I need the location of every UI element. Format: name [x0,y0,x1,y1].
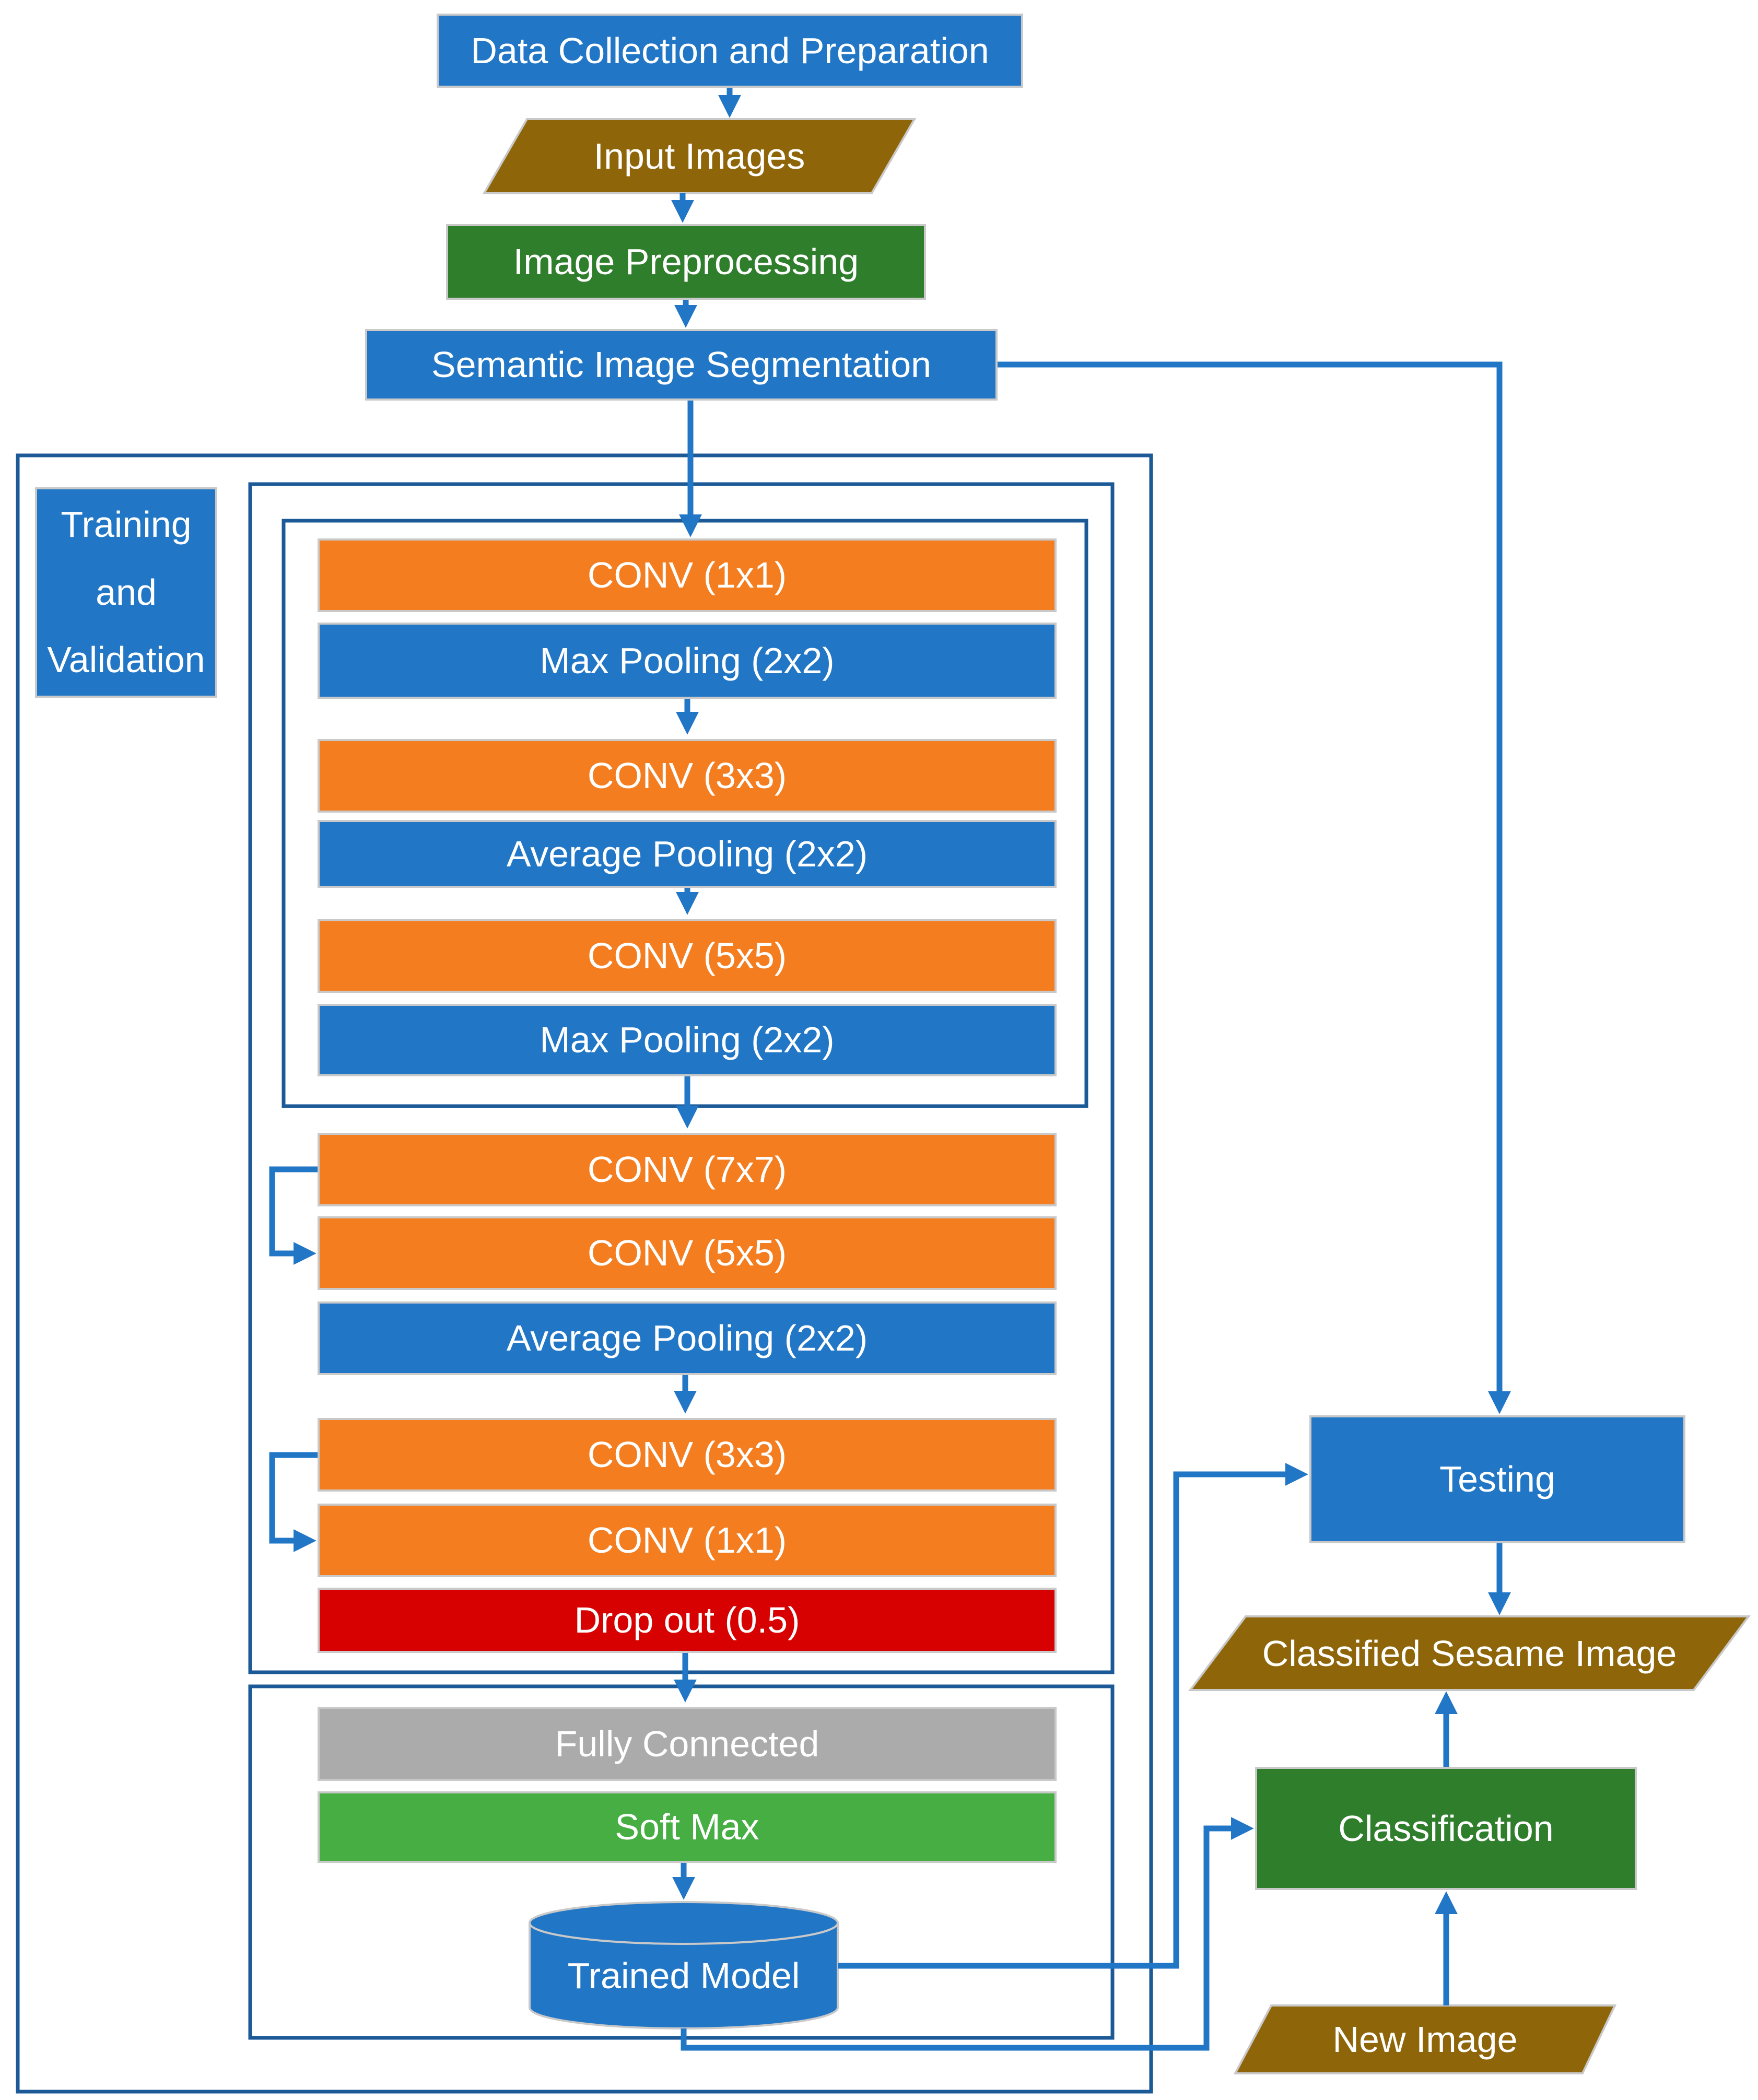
training-validation-label: Training and Validation [35,487,217,698]
skip-arrow-conv7x7-to-conv5x5 [269,1166,318,1265]
new-image-parallelogram [1233,2004,1617,2074]
dropout-box: Drop out (0.5) [318,1588,1057,1653]
conv5x5-box-group1: CONV (5x5) [318,919,1057,993]
image-preprocessing-box: Image Preprocessing [446,224,926,300]
training-validation-line3: Validation [47,639,205,681]
testing-box: Testing [1309,1415,1685,1543]
trained-model-cylinder-top [529,1901,839,1945]
conv3x3-box-group2: CONV (3x3) [318,1418,1057,1492]
softmax-box: Soft Max [318,1791,1057,1863]
fully-connected-box: Fully Connected [318,1707,1057,1781]
conv7x7-box-group2: CONV (7x7) [318,1133,1057,1206]
maxpool-box-group1b: Max Pooling (2x2) [318,1004,1057,1076]
training-validation-line2: and [96,571,157,613]
conv3x3-box-group1: CONV (3x3) [318,739,1057,813]
conv5x5-box-group2: CONV (5x5) [318,1216,1057,1290]
classified-sesame-image-parallelogram [1188,1615,1751,1691]
conv1x1-box-group1: CONV (1x1) [318,538,1057,612]
conv1x1-box-group2: CONV (1x1) [318,1504,1057,1577]
outer-training-container [16,453,1153,2094]
connector-segmentation-to-testing [998,361,1511,1414]
skip-arrow-conv3x3-to-conv1x1 [269,1452,318,1552]
input-images-parallelogram [482,118,917,194]
trained-model-label: Trained Model [567,1955,800,1996]
semantic-segmentation-box: Semantic Image Segmentation [365,329,998,401]
training-validation-line1: Training [61,504,192,545]
maxpool-box-group1a: Max Pooling (2x2) [318,623,1057,699]
classified-sesame-image-label: Classified Sesame Image [1262,1633,1677,1674]
avgpool-box-group1: Average Pooling (2x2) [318,820,1057,888]
connector-trainedmodel-to-testing [838,1463,1308,1969]
input-images-label: Input Images [593,136,805,177]
connector-trainedmodel-to-classification [681,1817,1254,2051]
avgpool-box-group2: Average Pooling (2x2) [318,1301,1057,1375]
conv-layers-container [248,482,1115,1674]
classification-box: Classification [1255,1767,1637,1890]
new-image-label: New Image [1332,2019,1518,2060]
trained-model-cylinder-body [529,1923,839,2029]
data-collection-box: Data Collection and Preparation [437,14,1023,88]
